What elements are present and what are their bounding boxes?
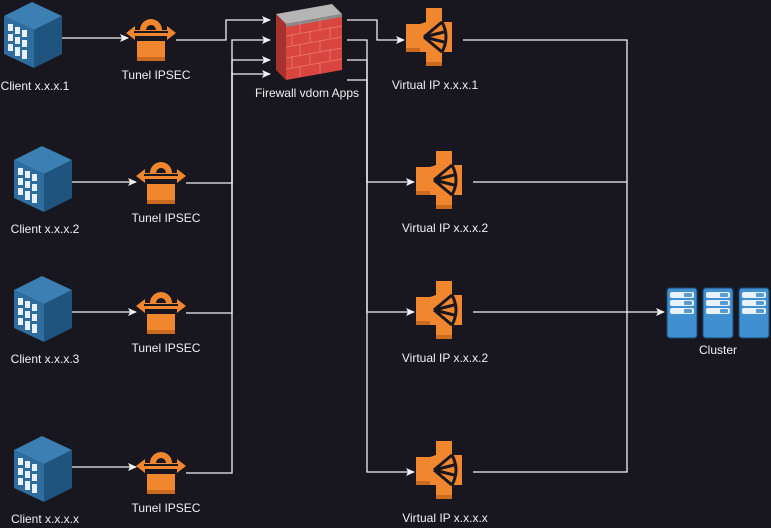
client-2-node[interactable] (14, 146, 72, 212)
vip-3-node[interactable] (414, 279, 464, 341)
vpn-lock-icon (136, 452, 186, 494)
cluster-node[interactable] (666, 287, 770, 339)
edge-firewall-vip-1 (347, 19, 405, 44)
edge-vip-1-cluster (463, 39, 628, 312)
load-balancer-icon (404, 6, 454, 68)
tunnel-2-label: Tunel IPSEC (131, 211, 201, 225)
tunnel-3-label: Tunel IPSEC (131, 341, 201, 355)
office-building-icon (14, 276, 72, 342)
edge-tunnel-1-firewall (176, 16, 271, 41)
office-building-icon (4, 2, 62, 68)
vpn-lock-icon (126, 19, 176, 61)
vpn-lock-icon (136, 292, 186, 334)
firewall-label: Firewall vdom Apps (254, 86, 360, 100)
tunnel-x-label: Tunel IPSEC (131, 501, 201, 515)
vip-x-node[interactable] (414, 439, 464, 501)
vip-1-node[interactable] (404, 6, 454, 68)
tunnel-x-node[interactable] (136, 452, 186, 494)
client-3-label: Client x.x.x.3 (10, 352, 80, 366)
server-cluster-icon (666, 287, 770, 339)
vip-2-label: Virtual IP x.x.x.2 (401, 221, 489, 235)
edge-tunnel-2-firewall (186, 36, 271, 184)
load-balancer-icon (414, 279, 464, 341)
edge-tunnel-x-firewall (186, 70, 271, 474)
client-1-node[interactable] (4, 2, 62, 68)
client-x-node[interactable] (14, 436, 72, 502)
vpn-lock-icon (136, 162, 186, 204)
firewall-node[interactable] (276, 4, 343, 80)
load-balancer-icon (414, 149, 464, 211)
tunnel-2-node[interactable] (136, 162, 186, 204)
office-building-icon (14, 436, 72, 502)
client-3-node[interactable] (14, 276, 72, 342)
tunnel-1-node[interactable] (126, 19, 176, 61)
vip-x-label: Virtual IP x.x.x.x (402, 511, 488, 525)
client-1-label: Client x.x.x.1 (0, 79, 70, 93)
firewall-brick-wall-icon (276, 4, 343, 80)
client-2-label: Client x.x.x.2 (10, 222, 80, 236)
edge-vip-x-cluster (473, 312, 628, 473)
vip-1-label: Virtual IP x.x.x.1 (391, 78, 479, 92)
edge-firewall-vip-x (347, 79, 415, 476)
tunnel-3-node[interactable] (136, 292, 186, 334)
edges (62, 16, 665, 476)
client-x-label: Client x.x.x.x (10, 512, 80, 526)
tunnel-1-label: Tunel IPSEC (121, 68, 191, 82)
office-building-icon (14, 146, 72, 212)
vip-2-node[interactable] (414, 149, 464, 211)
cluster-label: Cluster (698, 343, 738, 357)
vip-3-label: Virtual IP x.x.x.2 (401, 351, 489, 365)
edge-firewall-vip-2 (347, 39, 415, 186)
load-balancer-icon (414, 439, 464, 501)
